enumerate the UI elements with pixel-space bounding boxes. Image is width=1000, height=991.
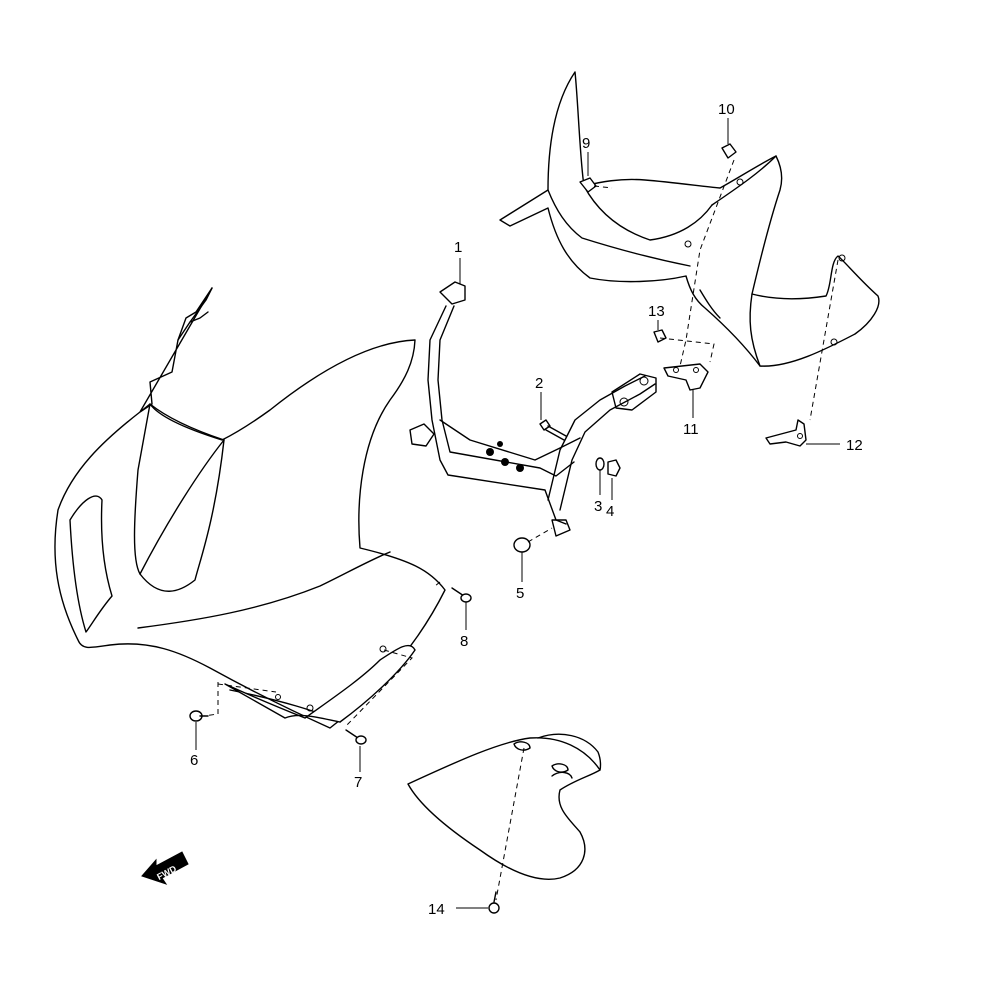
callout-11: 11 (683, 421, 699, 438)
callout-14: 14 (428, 901, 445, 918)
inner-panel (499, 71, 880, 367)
callout-4: 4 (606, 503, 614, 520)
fairing-bracket (409, 281, 657, 537)
screw-8 (451, 587, 472, 603)
bracket-12 (765, 419, 807, 447)
callout-9: 9 (582, 135, 590, 152)
bracket-11 (663, 363, 709, 391)
screw-7 (345, 729, 367, 745)
rivet-6 (189, 710, 209, 722)
lower-shield (407, 733, 602, 880)
callout-2: 2 (535, 375, 543, 392)
screw-14 (488, 891, 500, 914)
callout-labels: 1 2 3 4 5 6 7 8 9 10 11 12 13 14 (190, 101, 863, 918)
leader-lines (195, 118, 840, 909)
front-cowl (54, 287, 446, 729)
callout-13: 13 (648, 303, 665, 320)
callout-12: 12 (846, 437, 863, 454)
grommet-5 (513, 537, 531, 553)
callout-8: 8 (460, 633, 468, 650)
screw-10 (721, 143, 737, 159)
callout-5: 5 (516, 585, 524, 602)
callout-1: 1 (454, 239, 462, 256)
bolt-2 (539, 419, 567, 441)
callout-3: 3 (594, 498, 602, 515)
washer-3 (595, 457, 605, 471)
assembly-lines (203, 159, 839, 901)
screw-13 (653, 329, 667, 343)
callout-6: 6 (190, 752, 198, 769)
callout-10: 10 (718, 101, 735, 118)
nut-4 (607, 459, 621, 477)
fwd-arrow-icon: FWD (141, 851, 189, 885)
callout-7: 7 (354, 774, 362, 791)
